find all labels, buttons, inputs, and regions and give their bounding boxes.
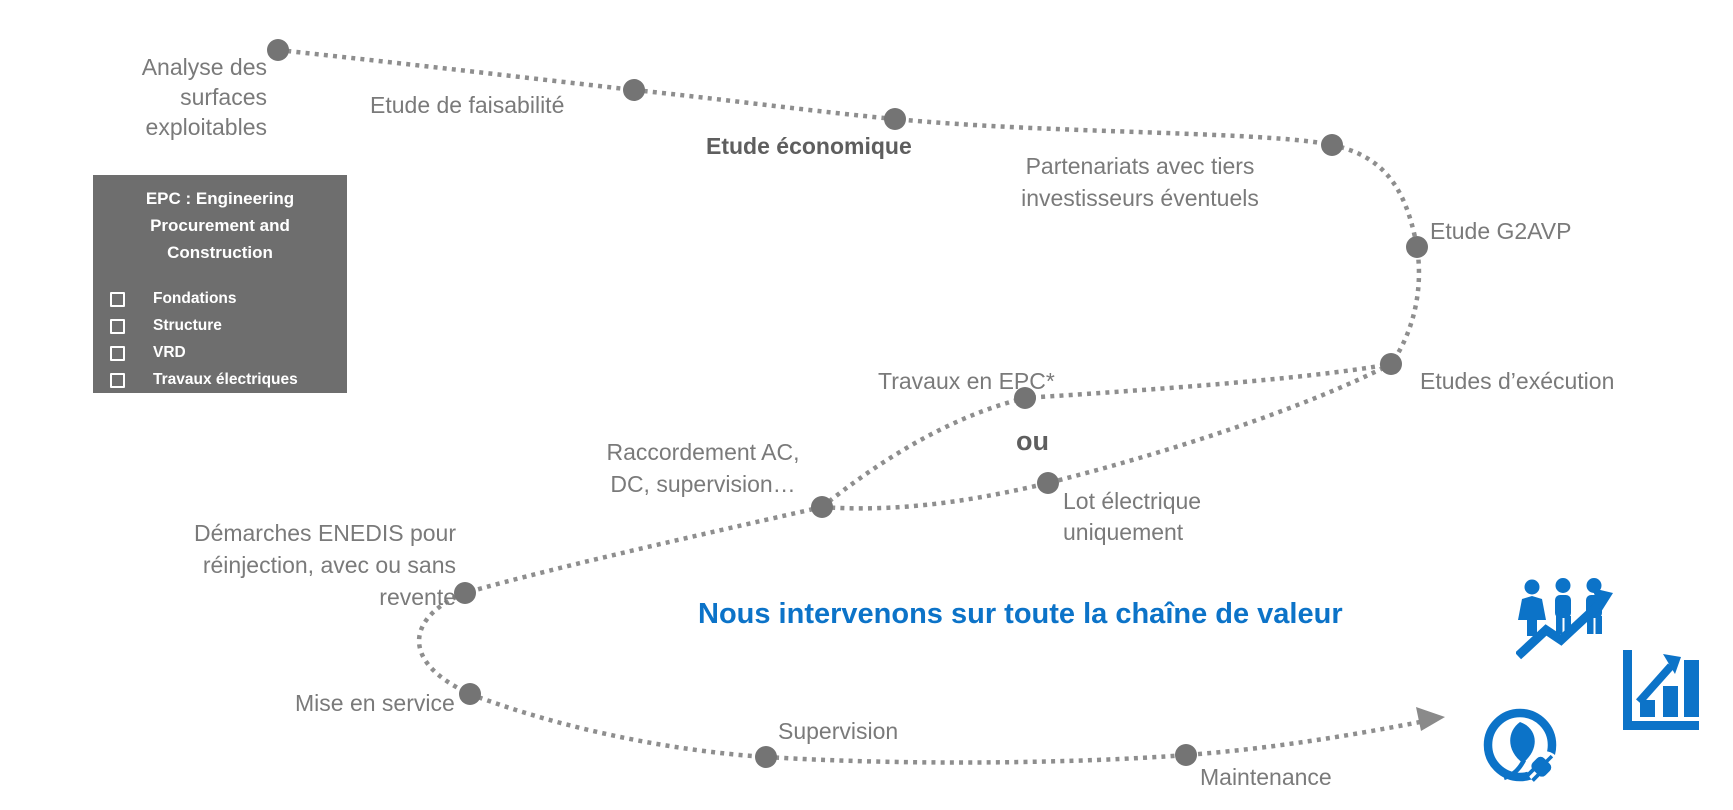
node-travaux-epc xyxy=(1014,387,1036,409)
epc-title-line-3: Construction xyxy=(167,243,273,262)
epc-item: Travaux électriques xyxy=(93,371,347,388)
epc-item-label: Structure xyxy=(153,317,222,334)
label-travaux-epc: Travaux en EPC* xyxy=(878,368,1055,394)
node-g2avp xyxy=(1406,236,1428,258)
label-etudes-execution: Etudes d’exécution xyxy=(1420,368,1615,394)
milestone-nodes xyxy=(267,39,1428,768)
epc-legend-box: EPC : Engineering Procurement and Constr… xyxy=(93,175,347,393)
label-etude-faisabilite: Etude de faisabilité xyxy=(370,92,565,118)
epc-item: VRD xyxy=(93,344,347,361)
label-etude-economique: Etude économique xyxy=(706,133,912,159)
label-analyse-surfaces: Analyse des surfaces exploitables xyxy=(141,54,267,140)
path-u-turn xyxy=(416,590,471,697)
eco-energy-plug-icon xyxy=(1480,704,1574,797)
node-supervision xyxy=(755,746,777,768)
node-economique xyxy=(884,108,906,130)
people-growth-icon xyxy=(1514,578,1616,665)
label-supervision: Supervision xyxy=(778,718,899,744)
node-raccordement xyxy=(811,496,833,518)
epc-title-line-1: EPC : Engineering xyxy=(145,189,295,208)
checkbox-icon xyxy=(110,346,125,361)
path-end-arrowhead xyxy=(1416,707,1445,731)
label-ou: ou xyxy=(1016,426,1049,456)
path-branch-epc xyxy=(820,361,1392,509)
label-mise-en-service: Mise en service xyxy=(295,690,455,716)
epc-item-label: VRD xyxy=(153,344,186,361)
epc-item-list: Fondations Structure VRD Travaux électri… xyxy=(93,290,347,388)
epc-title-line-2: Procurement and xyxy=(150,216,290,235)
label-lot-electrique: Lot électrique uniquement xyxy=(1063,488,1202,545)
epc-item-label: Fondations xyxy=(153,290,237,307)
path-bottom-segment xyxy=(469,691,1421,765)
node-lot-electrique xyxy=(1037,472,1059,494)
checkbox-icon xyxy=(110,319,125,334)
node-maintenance xyxy=(1175,744,1197,766)
label-partenariats: Partenariats avec tiers investisseurs év… xyxy=(1021,153,1259,211)
label-demarches-enedis: Démarches ENEDIS pour réinjection, avec … xyxy=(193,520,456,610)
label-etude-g2avp: Etude G2AVP xyxy=(1430,218,1572,244)
node-execution xyxy=(1380,353,1402,375)
checkbox-icon xyxy=(110,292,125,307)
node-mise-en-service xyxy=(459,683,481,705)
path-left-descent xyxy=(464,504,823,596)
label-maintenance: Maintenance xyxy=(1200,764,1332,790)
node-demarches xyxy=(454,582,476,604)
path-branch-lot-electrique xyxy=(821,361,1393,511)
node-partenariats xyxy=(1321,134,1343,156)
checkbox-icon xyxy=(110,373,125,388)
epc-item: Fondations xyxy=(93,290,347,307)
bar-chart-growth-icon xyxy=(1623,650,1699,735)
epc-item-label: Travaux électriques xyxy=(153,371,298,388)
label-raccordement: Raccordement AC, DC, supervision… xyxy=(606,439,800,497)
node-analyse xyxy=(267,39,289,61)
node-faisabilite xyxy=(623,79,645,101)
headline-value-chain: Nous intervenons sur toute la chaîne de … xyxy=(698,598,1343,630)
epc-item: Structure xyxy=(93,317,347,334)
